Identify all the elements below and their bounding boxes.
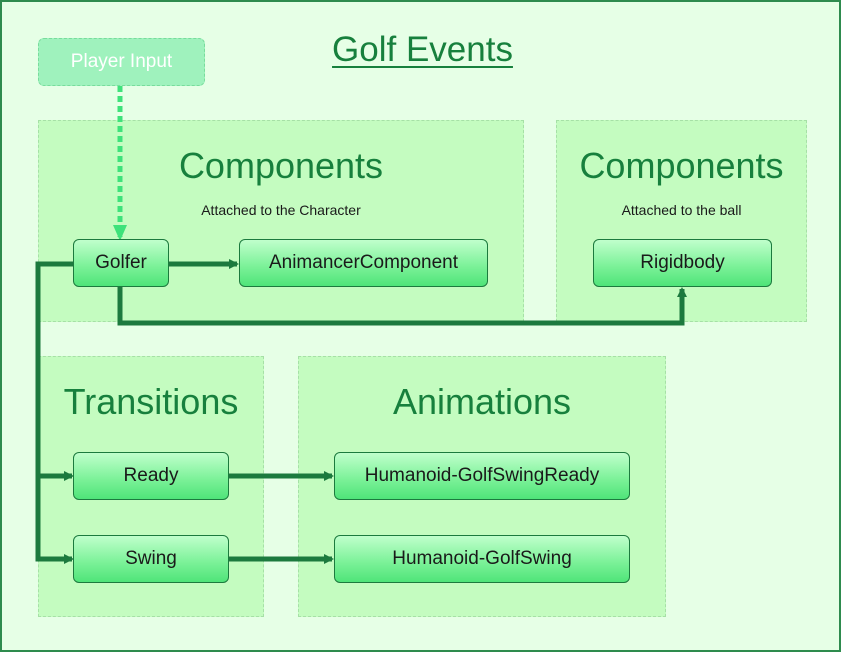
group-ball-title: Components [579, 145, 784, 186]
golf-swing-ready-animation-node[interactable]: Humanoid-GolfSwingReady [334, 452, 630, 500]
group-transitions-title: Transitions [63, 381, 239, 422]
diagram-title: Golf Events [332, 30, 513, 69]
group-animations-title: Animations [392, 381, 572, 422]
swing-transition-node[interactable]: Swing [73, 535, 229, 583]
ready-transition-node[interactable]: Ready [73, 452, 229, 500]
rigidbody-node[interactable]: Rigidbody [593, 239, 772, 287]
golf-swing-animation-node[interactable]: Humanoid-GolfSwing [334, 535, 630, 583]
animancer-component-node[interactable]: AnimancerComponent [239, 239, 488, 287]
group-ball-subtitle: Attached to the ball [621, 202, 742, 218]
group-character-components: Components Attached to the Character [38, 120, 524, 322]
group-character-subtitle: Attached to the Character [201, 202, 361, 218]
player-input-node[interactable]: Player Input [38, 38, 205, 86]
group-ball-components: Components Attached to the ball [556, 120, 807, 322]
golfer-node[interactable]: Golfer [73, 239, 169, 287]
group-character-title: Components [178, 145, 384, 186]
